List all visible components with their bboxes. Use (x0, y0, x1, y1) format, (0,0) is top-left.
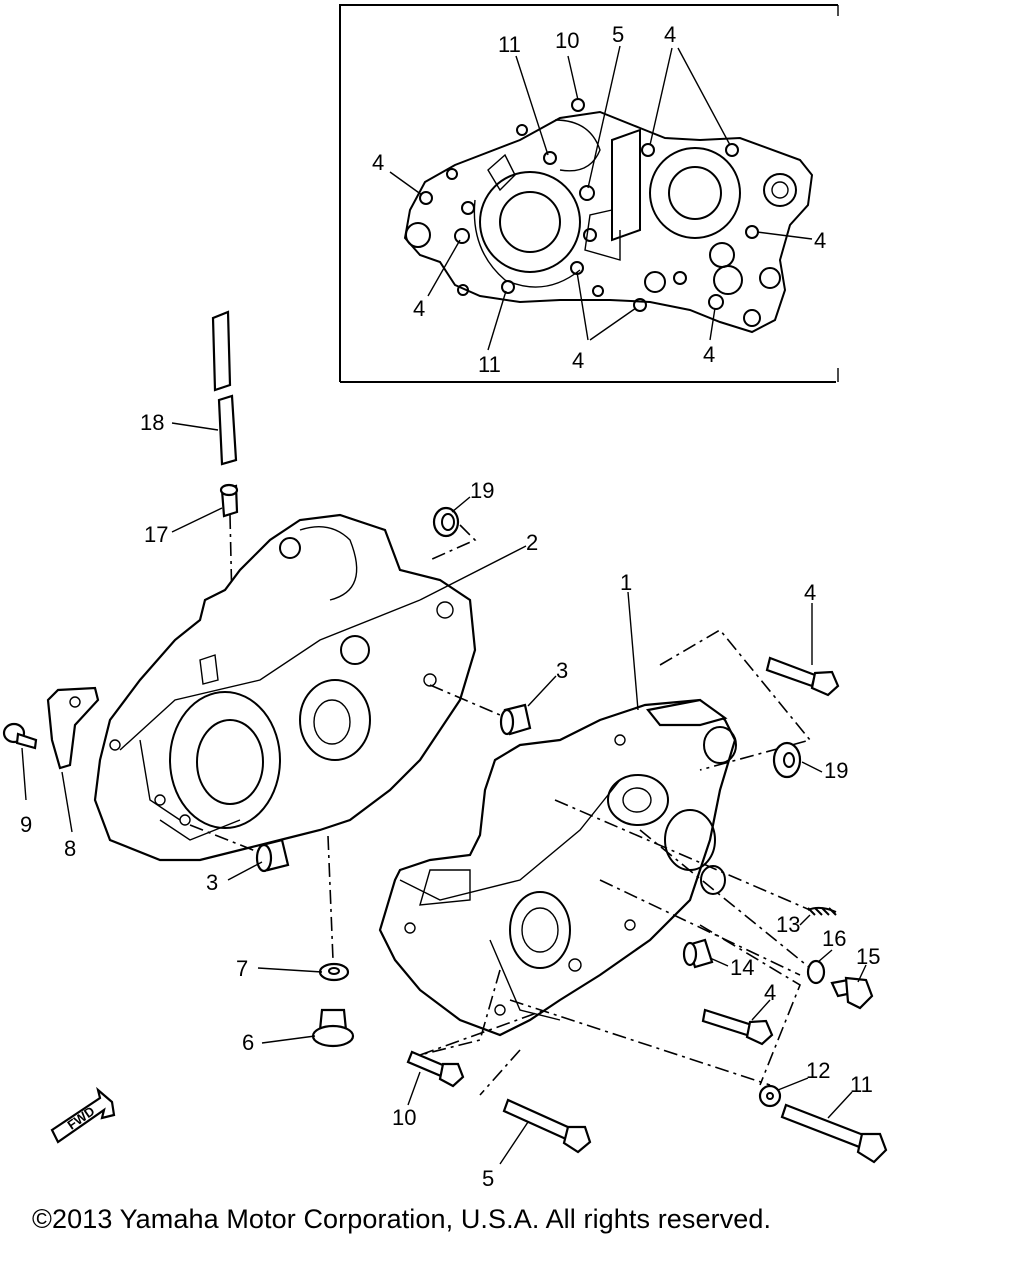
callout-3-mid: 3 (556, 658, 568, 683)
right-crankcase-part-1 (378, 698, 737, 1037)
plug-part-14 (682, 938, 714, 969)
callout-9: 9 (20, 812, 32, 837)
bolt-part-9 (2, 722, 38, 750)
inset-callout-4-lowleft: 4 (413, 296, 425, 321)
inset-bolt-holes (419, 98, 759, 312)
inset-callout-10: 10 (555, 28, 579, 53)
bolt-part-4-top (765, 656, 840, 697)
callout-3-low: 3 (206, 870, 218, 895)
crankcase-exploded-diagram: 11 10 5 4 4 4 4 11 4 4 (2, 4, 888, 1191)
callout-11: 11 (850, 1072, 873, 1097)
inset-callout-4-right: 4 (814, 228, 826, 253)
callout-12: 12 (806, 1058, 830, 1083)
callout-15: 15 (856, 944, 880, 969)
inset-panel: 11 10 5 4 4 4 4 11 4 4 (339, 4, 839, 383)
callout-5: 5 (482, 1166, 494, 1191)
bolt-part-15 (830, 976, 874, 1010)
main-callout-labels: 18 17 19 2 1 4 3 19 9 8 3 13 16 15 14 7 … (20, 410, 880, 1191)
inset-callout-4-bottom: 4 (572, 348, 584, 373)
bushing-part-3-mid (499, 703, 532, 736)
washer-part-16 (806, 959, 826, 985)
main-leaders (21, 422, 867, 1165)
callout-19-top: 19 (470, 478, 494, 503)
forward-direction-arrow: FWD (50, 1086, 116, 1144)
bracket-part-8 (46, 686, 100, 770)
bolt-part-11 (780, 1103, 888, 1164)
inset-callout-labels: 11 10 5 4 4 4 4 11 4 4 (372, 22, 826, 377)
inset-callout-4-top: 4 (664, 22, 676, 47)
callout-4-top: 4 (804, 580, 816, 605)
washer-part-7 (318, 962, 350, 982)
callout-14: 14 (730, 955, 754, 980)
inset-leaders (389, 45, 813, 351)
callout-8: 8 (64, 836, 76, 861)
callout-4-low: 4 (764, 980, 776, 1005)
callout-7: 7 (236, 956, 248, 981)
callout-19-right: 19 (824, 758, 848, 783)
pin-part-17 (219, 483, 239, 518)
callout-18: 18 (140, 410, 164, 435)
inset-crankcase-outline (403, 110, 814, 334)
callout-6: 6 (242, 1030, 254, 1055)
callout-10: 10 (392, 1105, 416, 1130)
inset-callout-4-bottomright: 4 (703, 342, 715, 367)
bolt-part-10 (406, 1050, 465, 1088)
bolt-part-5 (502, 1098, 592, 1154)
callout-17: 17 (144, 522, 168, 547)
inset-callout-11-bottom: 11 (478, 352, 501, 377)
oil-seal-part-19-right (772, 741, 802, 779)
washer-part-12 (758, 1084, 782, 1108)
copyright-notice: ©2013 Yamaha Motor Corporation, U.S.A. A… (32, 1204, 772, 1234)
drain-bolt-part-6 (311, 1008, 355, 1048)
callout-13: 13 (776, 912, 800, 937)
bolt-part-4-low (701, 1008, 774, 1046)
callout-1: 1 (620, 570, 632, 595)
oil-seal-part-19-top (432, 506, 460, 538)
inset-callout-11-top: 11 (498, 32, 521, 57)
callout-16: 16 (822, 926, 846, 951)
left-crankcase-part-2 (93, 513, 477, 862)
bushing-part-3-low (255, 838, 290, 873)
callout-2: 2 (526, 530, 538, 555)
dowel-pin-part-18 (211, 310, 238, 466)
inset-callout-4-left: 4 (372, 150, 384, 175)
spring-part-13 (807, 906, 837, 916)
inset-callout-5: 5 (612, 22, 624, 47)
